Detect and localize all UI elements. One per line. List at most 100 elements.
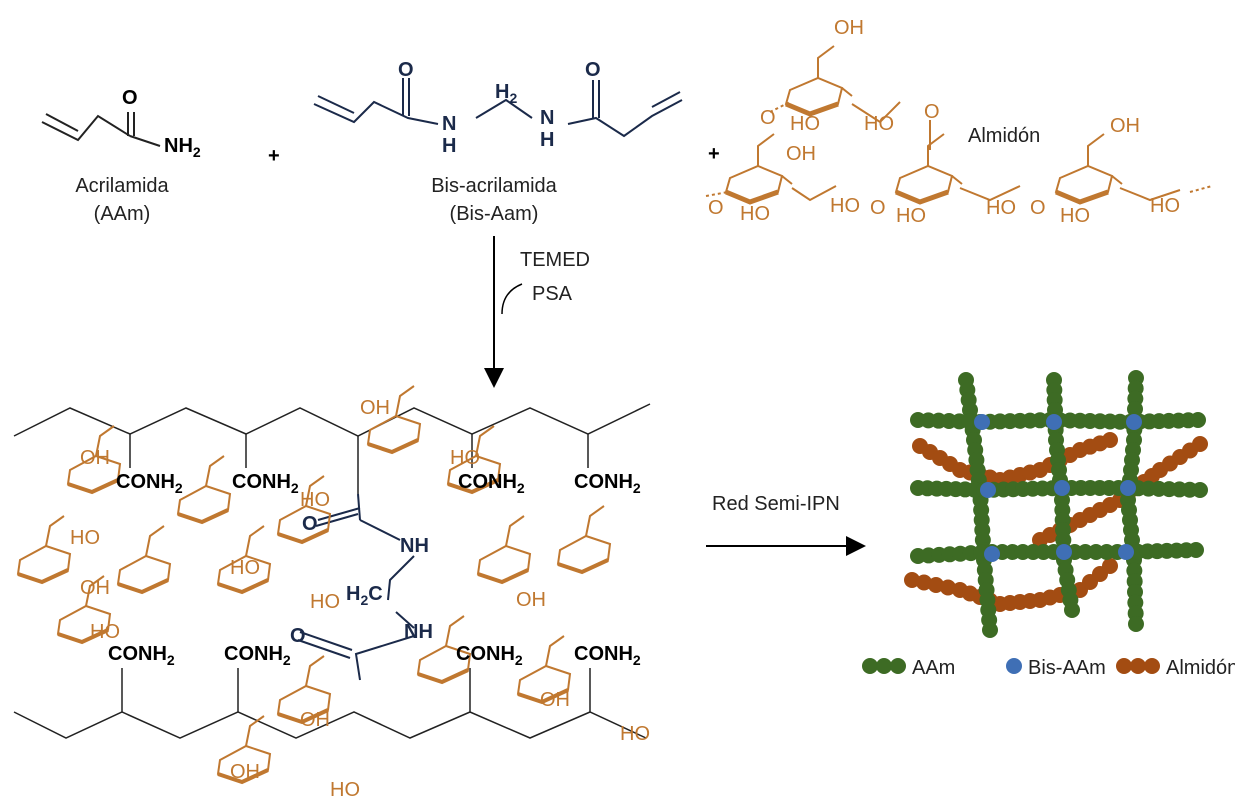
starch-o-4: O bbox=[870, 197, 886, 219]
network-structure: OH OH HO HO HO OH HO HO HO OH OH OH HO O… bbox=[13, 384, 651, 801]
bis-oxygen-right: O bbox=[585, 59, 601, 81]
crosslink-h2c: H2C bbox=[346, 583, 383, 608]
bis-acrylamide-structure: O O H2 N H N H bbox=[313, 59, 683, 157]
crosslink-oxygen-top: O bbox=[302, 513, 318, 535]
starch-ho-8: HO bbox=[1150, 195, 1180, 217]
conh2-top-3: CONH2 bbox=[458, 471, 525, 496]
starch-o-1: O bbox=[760, 107, 776, 129]
acrylamide-amine: NH2 bbox=[164, 135, 201, 160]
semi-ipn-network bbox=[904, 370, 1208, 638]
bis-hydrogen-left: H bbox=[442, 135, 456, 157]
aam-strand bbox=[1128, 616, 1144, 632]
starch-oh-3: OH bbox=[786, 143, 816, 165]
legend-starch-label: Almidón bbox=[1166, 657, 1235, 679]
starch-ho-4: HO bbox=[830, 195, 860, 217]
aam-strand bbox=[1064, 602, 1080, 618]
network-ho-7: HO bbox=[620, 723, 650, 745]
crosslink-nh-bottom: NH bbox=[404, 621, 433, 643]
plus-sign-2: + bbox=[708, 143, 720, 165]
starch-oh-2: OH bbox=[1110, 115, 1140, 137]
bis-aam-junction bbox=[1046, 414, 1062, 430]
starch-strand bbox=[904, 572, 920, 588]
conh2-bottom-1: CONH2 bbox=[108, 643, 175, 668]
bis-aam-junction bbox=[1126, 414, 1142, 430]
conh2-top-4: CONH2 bbox=[574, 471, 641, 496]
aam-strand bbox=[1192, 482, 1208, 498]
legend-aam-swatch bbox=[862, 658, 906, 674]
conh2-bottom-3: CONH2 bbox=[456, 643, 523, 668]
bis-aam-junction bbox=[980, 482, 996, 498]
starch-strand bbox=[1192, 436, 1208, 452]
bis-methylene: H2 bbox=[495, 81, 517, 106]
starch-strand bbox=[928, 577, 944, 593]
legend-starch-bead bbox=[1116, 658, 1132, 674]
bis-acrylamide-abbr: (Bis-Aam) bbox=[450, 203, 539, 225]
aam-strand bbox=[1190, 412, 1206, 428]
aam-strand bbox=[1188, 542, 1204, 558]
conh2-top-2: CONH2 bbox=[232, 471, 299, 496]
legend-aam-bead bbox=[890, 658, 906, 674]
starch-strand bbox=[916, 574, 932, 591]
acrylamide-oxygen: O bbox=[122, 87, 138, 109]
legend-aam-bead bbox=[876, 658, 892, 674]
bis-hydrogen-right: H bbox=[540, 129, 554, 151]
bis-aam-junction bbox=[1054, 480, 1070, 496]
network-oh-5: OH bbox=[300, 709, 330, 731]
legend: AAm Bis-AAm Almidón bbox=[862, 657, 1235, 679]
bis-aam-junction bbox=[984, 546, 1000, 562]
starch-o-3: O bbox=[708, 197, 724, 219]
bis-oxygen-left: O bbox=[398, 59, 414, 81]
starch-ho-3: HO bbox=[740, 203, 770, 225]
conh2-bottom-4: CONH2 bbox=[574, 643, 641, 668]
network-ho-3: HO bbox=[300, 489, 330, 511]
conh2-bottom-2: CONH2 bbox=[224, 643, 291, 668]
network-oh-6: OH bbox=[540, 689, 570, 711]
starch-structure: OH O HO HO O OH OH O HO HO O HO HO O HO … bbox=[705, 17, 1213, 227]
legend-aam-bead bbox=[862, 658, 878, 674]
bis-acrylamide-name: Bis-acrilamida bbox=[431, 175, 557, 197]
starch-name: Almidón bbox=[968, 125, 1040, 147]
network-oh-2: OH bbox=[360, 397, 390, 419]
legend-starch-bead bbox=[1144, 658, 1160, 674]
result-label: Red Semi-IPN bbox=[712, 493, 840, 515]
crosslink-nh-top: NH bbox=[400, 535, 429, 557]
conh2-top-1: CONH2 bbox=[116, 471, 183, 496]
network-oh-3: OH bbox=[80, 577, 110, 599]
acrylamide-structure: O NH2 bbox=[41, 87, 201, 160]
crosslink-oxygen-bottom: O bbox=[290, 625, 306, 647]
network-oh-7: OH bbox=[230, 761, 260, 783]
network-ho-2: HO bbox=[70, 527, 100, 549]
condition-psa: PSA bbox=[532, 283, 573, 305]
network-oh-4: OH bbox=[516, 589, 546, 611]
network-ho-8: HO bbox=[330, 779, 360, 801]
starch-o-5: O bbox=[1030, 197, 1046, 219]
network-oh-1: OH bbox=[80, 447, 110, 469]
bis-aam-junction bbox=[974, 414, 990, 430]
starch-ho-6: HO bbox=[986, 197, 1016, 219]
network-ho-5: HO bbox=[230, 557, 260, 579]
starch-strand bbox=[940, 579, 956, 596]
starch-strand bbox=[1102, 432, 1118, 448]
starch-ho-7: HO bbox=[1060, 205, 1090, 227]
plus-sign-1: + bbox=[268, 145, 280, 167]
starch-ho-1: HO bbox=[790, 113, 820, 135]
network-ho-6: HO bbox=[310, 591, 340, 613]
bis-nitrogen-left: N bbox=[442, 113, 456, 135]
bis-aam-junction bbox=[1120, 480, 1136, 496]
starch-ho-2: HO bbox=[864, 113, 894, 135]
acrylamide-name: Acrilamida bbox=[75, 175, 169, 197]
aam-strand bbox=[982, 622, 998, 638]
starch-o-2: O bbox=[924, 101, 940, 123]
legend-starch-swatch bbox=[1116, 658, 1160, 674]
starch-ho-5: HO bbox=[896, 205, 926, 227]
acrylamide-abbr: (AAm) bbox=[94, 203, 151, 225]
legend-bis-label: Bis-AAm bbox=[1028, 657, 1106, 679]
reagent-curve bbox=[501, 283, 523, 315]
network-ho-1: HO bbox=[450, 447, 480, 469]
legend-starch-bead bbox=[1130, 658, 1146, 674]
bis-aam-junction bbox=[1056, 544, 1072, 560]
starch-strand bbox=[1102, 558, 1118, 574]
legend-bis-swatch bbox=[1006, 658, 1022, 674]
starch-oh-1: OH bbox=[834, 17, 864, 39]
